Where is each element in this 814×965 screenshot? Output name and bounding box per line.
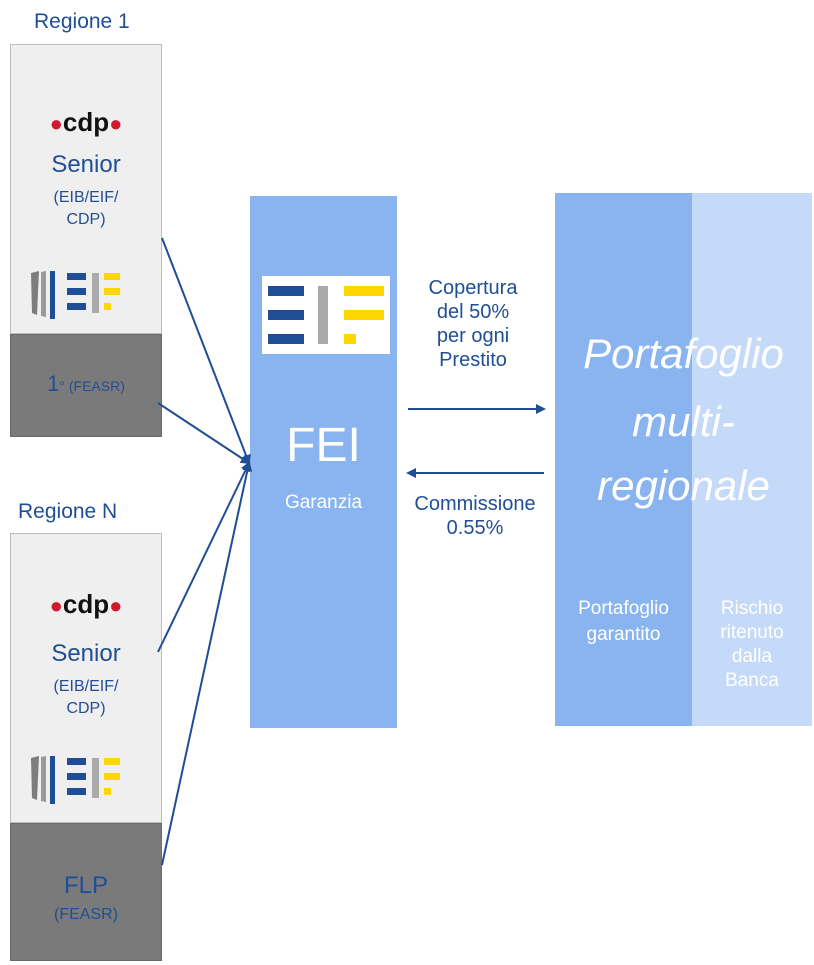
eib-eif-logos bbox=[31, 271, 120, 319]
retained-label-line-2: ritenuto bbox=[720, 622, 784, 643]
region-1-label: Regione 1 bbox=[34, 10, 130, 33]
cdp-logo: ●cdp● bbox=[49, 589, 123, 619]
coverage-line-3: per ogni bbox=[436, 325, 510, 347]
retained-label-line-3: dalla bbox=[731, 646, 773, 667]
arrow-region1-tranche-to-fei bbox=[157, 402, 251, 465]
senior-sub-line-1: (EIB/EIF/ bbox=[53, 678, 119, 695]
fee-line-2: 0.55% bbox=[446, 517, 504, 539]
fee-text: Commissione 0.55% bbox=[396, 492, 554, 540]
tranche-sub: ° (FEASR) bbox=[59, 378, 125, 394]
senior-sub-line-1: (EIB/EIF/ bbox=[53, 189, 119, 206]
eib-logo bbox=[31, 271, 55, 319]
portfolio-title-line-1: Portafoglio bbox=[583, 330, 784, 377]
guaranteed-portfolio-box bbox=[555, 193, 692, 726]
tranche-main: 1 bbox=[47, 371, 60, 396]
senior-label: Senior bbox=[51, 640, 121, 667]
fei-box: FEI Garanzia bbox=[250, 196, 397, 728]
arrow-regionN-tranche-to-fei bbox=[161, 461, 253, 866]
region-n-tranche-main: FLP bbox=[63, 872, 108, 899]
guaranteed-label-line-2: garantito bbox=[586, 624, 661, 645]
eif-logo bbox=[262, 276, 390, 354]
retained-label-line-1: Rischio bbox=[720, 598, 784, 619]
cdp-logo-text: cdp bbox=[62, 107, 110, 137]
region-n-label: Regione N bbox=[18, 500, 118, 523]
region-1-tranche-box: 1° (FEASR) bbox=[10, 334, 162, 437]
portfolio-title-line-2: multi- bbox=[632, 398, 735, 445]
region-n-tranche-box: FLP (FEASR) bbox=[10, 823, 162, 961]
senior-label: Senior bbox=[51, 151, 121, 178]
retained-label-line-4: Banca bbox=[725, 670, 779, 691]
coverage-line-1: Copertura bbox=[428, 277, 518, 299]
coverage-line-4: Prestito bbox=[439, 349, 507, 371]
coverage-line-2: del 50% bbox=[436, 301, 510, 323]
eib-logo bbox=[31, 756, 55, 804]
eif-logo bbox=[67, 273, 120, 313]
eif-logo bbox=[67, 758, 120, 798]
region-1-senior-box: ●cdp● Senior (EIB/EIF/ CDP) bbox=[10, 44, 162, 334]
arrow-regionN-senior-to-fei bbox=[157, 461, 251, 653]
guaranteed-label-line-1: Portafoglio bbox=[578, 598, 669, 619]
eib-eif-logos bbox=[31, 756, 120, 804]
region-n-senior-box: ●cdp● Senior (EIB/EIF/ CDP) bbox=[10, 533, 162, 823]
region-1-tranche-label: 1° (FEASR) bbox=[11, 371, 161, 397]
fei-subtitle: Garanzia bbox=[284, 492, 363, 513]
fee-line-1: Commissione bbox=[414, 493, 536, 515]
region-n-tranche-sub: (FEASR) bbox=[54, 906, 118, 923]
fei-title: FEI bbox=[286, 419, 361, 472]
senior-sub-line-2: CDP) bbox=[66, 211, 106, 228]
arrow-region1-senior-to-fei bbox=[161, 237, 251, 465]
cdp-logo-text: cdp bbox=[62, 589, 110, 619]
retained-risk-box bbox=[692, 193, 812, 726]
coverage-text: Copertura del 50% per ogni Prestito bbox=[398, 276, 548, 372]
portfolio-title-line-3: regionale bbox=[597, 462, 770, 509]
cdp-logo: ●cdp● bbox=[49, 107, 123, 137]
senior-sub-line-2: CDP) bbox=[66, 700, 106, 717]
